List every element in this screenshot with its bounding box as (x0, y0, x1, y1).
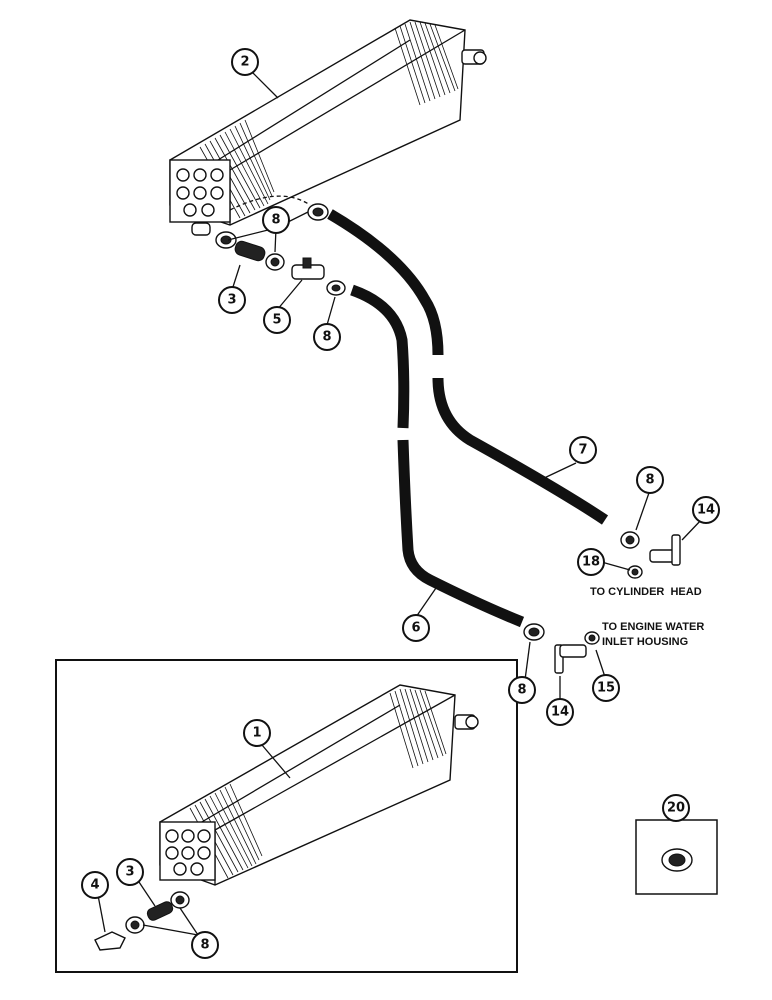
svg-text:2: 2 (240, 55, 249, 70)
callout-7: 7 (569, 436, 597, 464)
callout-8-right: 8 (636, 466, 664, 494)
svg-text:18: 18 (582, 555, 600, 570)
heater-core-top-fins-right (394, 21, 459, 106)
callout-3-top: 3 (218, 286, 246, 314)
callout-15: 15 (592, 674, 620, 702)
callouts: 2 8 3 5 8 7 8 14 (81, 48, 720, 959)
callout-8-lower: 8 (508, 676, 536, 704)
note-inlet-housing: INLET HOUSING (602, 636, 688, 648)
svg-text:8: 8 (322, 330, 331, 345)
heater-core-inset-fins-right (389, 688, 447, 769)
hose-7 (327, 209, 609, 525)
svg-text:15: 15 (597, 681, 615, 696)
note-to-cylinder-head: TO CYLINDER HEAD (590, 586, 702, 598)
heater-core-inset (159, 684, 479, 886)
heater-core-top-tube-ends (176, 168, 224, 217)
callout-8-top: 8 (262, 206, 290, 234)
svg-text:4: 4 (90, 878, 99, 893)
callout-3-inset: 3 (116, 858, 144, 886)
callout-8-valve: 8 (313, 323, 341, 351)
svg-text:5: 5 (272, 313, 281, 328)
inset-frame (55, 659, 518, 973)
svg-text:3: 3 (227, 293, 236, 308)
callout-2: 2 (231, 48, 259, 76)
right-fittings (523, 531, 681, 674)
svg-text:20: 20 (667, 801, 685, 816)
callout-4: 4 (81, 871, 109, 899)
callout-18: 18 (577, 548, 605, 576)
callout-14-right: 14 (692, 496, 720, 524)
callout-20: 20 (662, 794, 690, 822)
svg-text:1: 1 (252, 726, 261, 741)
top-clamps-and-fittings (215, 203, 346, 296)
callout-1: 1 (243, 719, 271, 747)
inset-small-parts (94, 891, 190, 951)
svg-text:8: 8 (271, 213, 280, 228)
callout-8-inset: 8 (191, 931, 219, 959)
svg-text:8: 8 (517, 683, 526, 698)
note-to-engine-water: TO ENGINE WATER (602, 621, 704, 633)
grommet (661, 848, 693, 872)
hose-6 (350, 284, 525, 628)
heater-core-inset-tube-ends (165, 829, 211, 876)
callout-14-lower: 14 (546, 698, 574, 726)
svg-text:8: 8 (200, 938, 209, 953)
svg-text:7: 7 (578, 443, 587, 458)
leader-lines (96, 71, 704, 936)
heater-core-inset-fins-left (189, 783, 263, 879)
callout-6: 6 (402, 614, 430, 642)
svg-text:8: 8 (645, 473, 654, 488)
svg-text:3: 3 (125, 865, 134, 880)
callout-5: 5 (263, 306, 291, 334)
svg-text:14: 14 (551, 705, 569, 720)
svg-text:6: 6 (411, 621, 420, 636)
svg-text:14: 14 (697, 503, 715, 518)
heater-core-top (169, 19, 487, 236)
